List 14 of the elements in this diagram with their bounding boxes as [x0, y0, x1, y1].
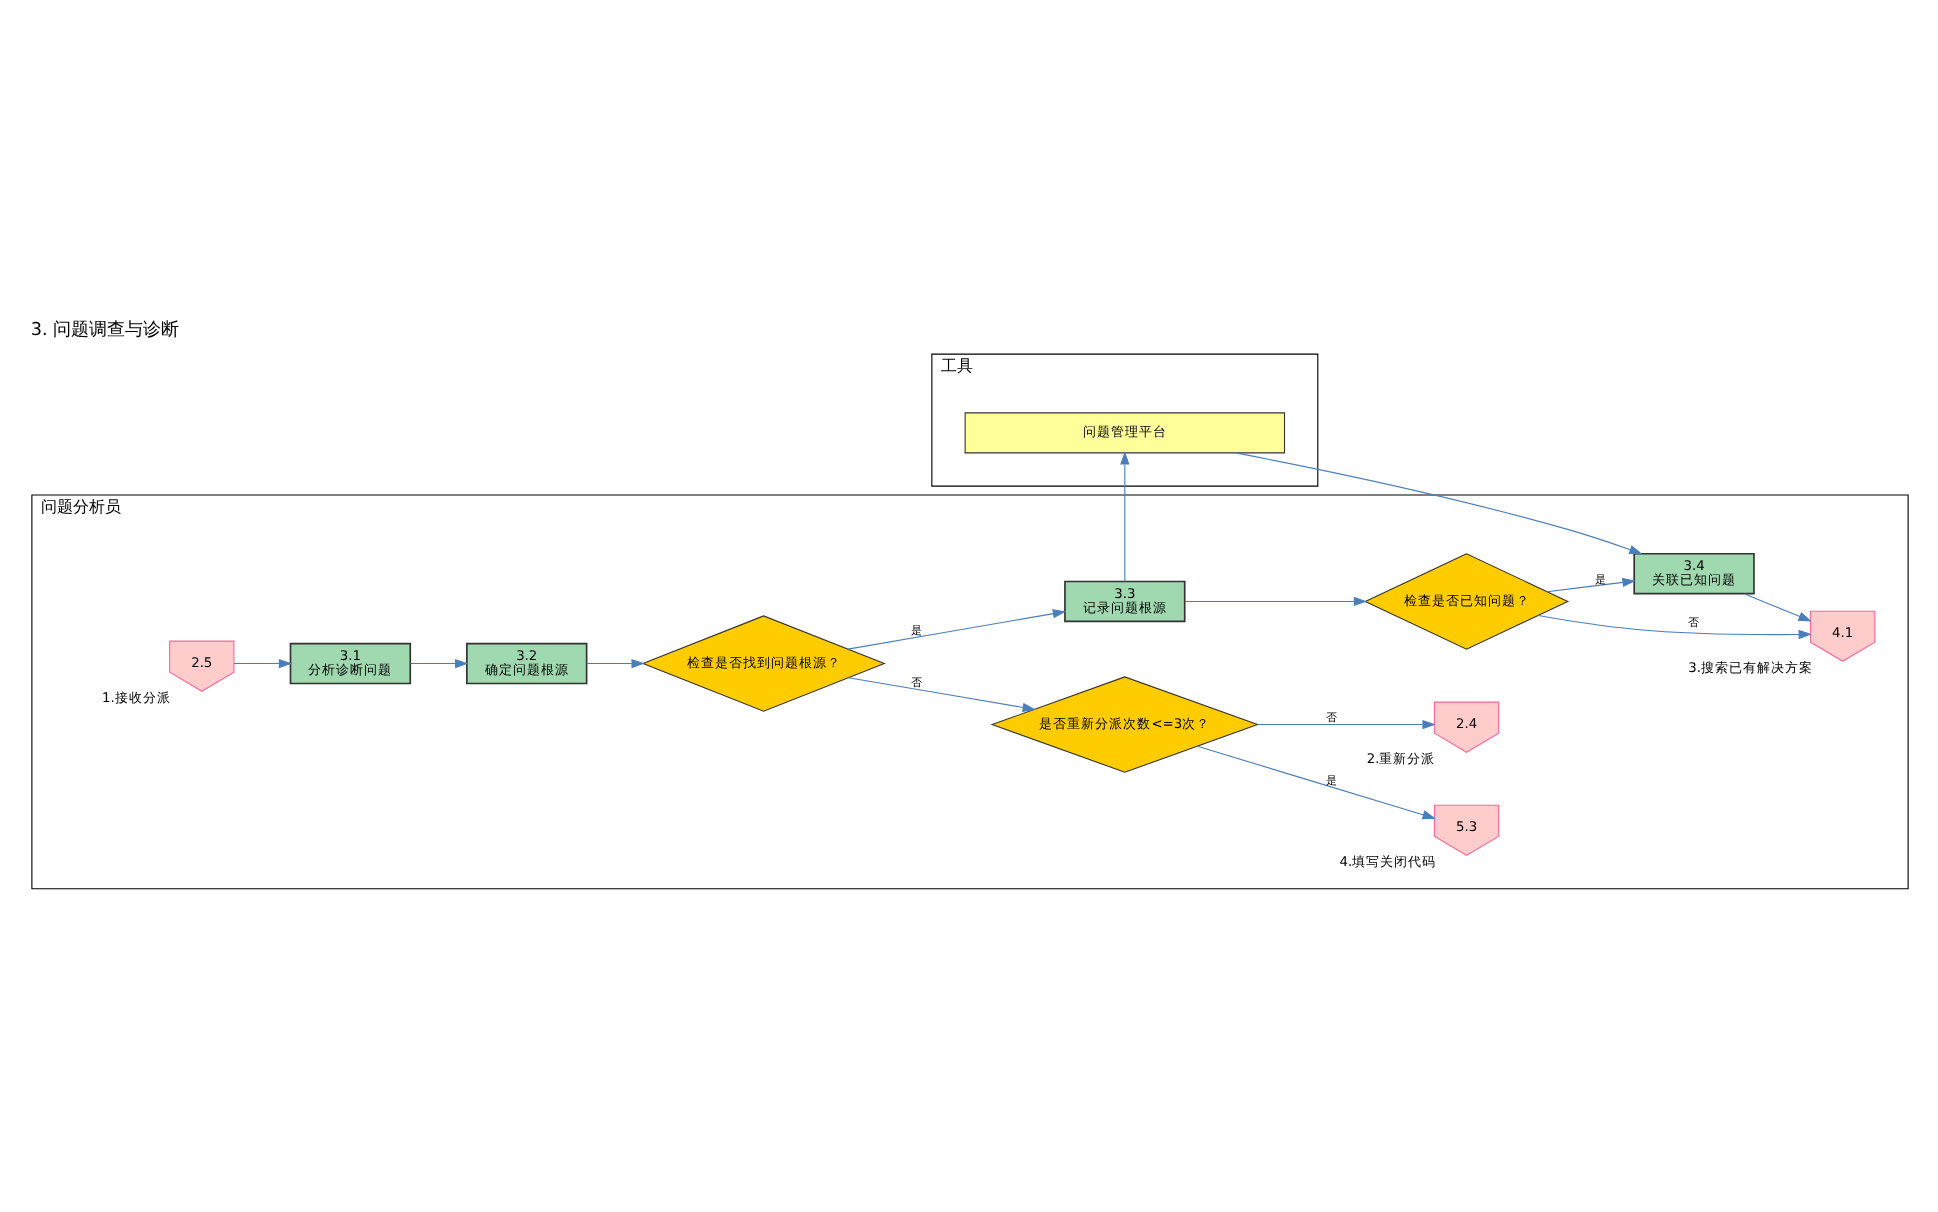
arrow — [1742, 592, 1811, 621]
arrow — [1256, 718, 1435, 729]
arrow — [408, 657, 468, 668]
arrow — [1545, 576, 1635, 592]
arrow — [846, 608, 1066, 649]
arrow — [1536, 613, 1811, 639]
arrow — [232, 657, 292, 668]
diagram-title: 3. 问题调查与诊断 — [29, 320, 179, 341]
arrow — [846, 676, 1035, 711]
arrow — [1183, 595, 1367, 606]
arrow — [585, 657, 644, 668]
arrow — [1195, 744, 1435, 819]
arrow — [1119, 450, 1129, 581]
arrow — [1234, 451, 1642, 554]
